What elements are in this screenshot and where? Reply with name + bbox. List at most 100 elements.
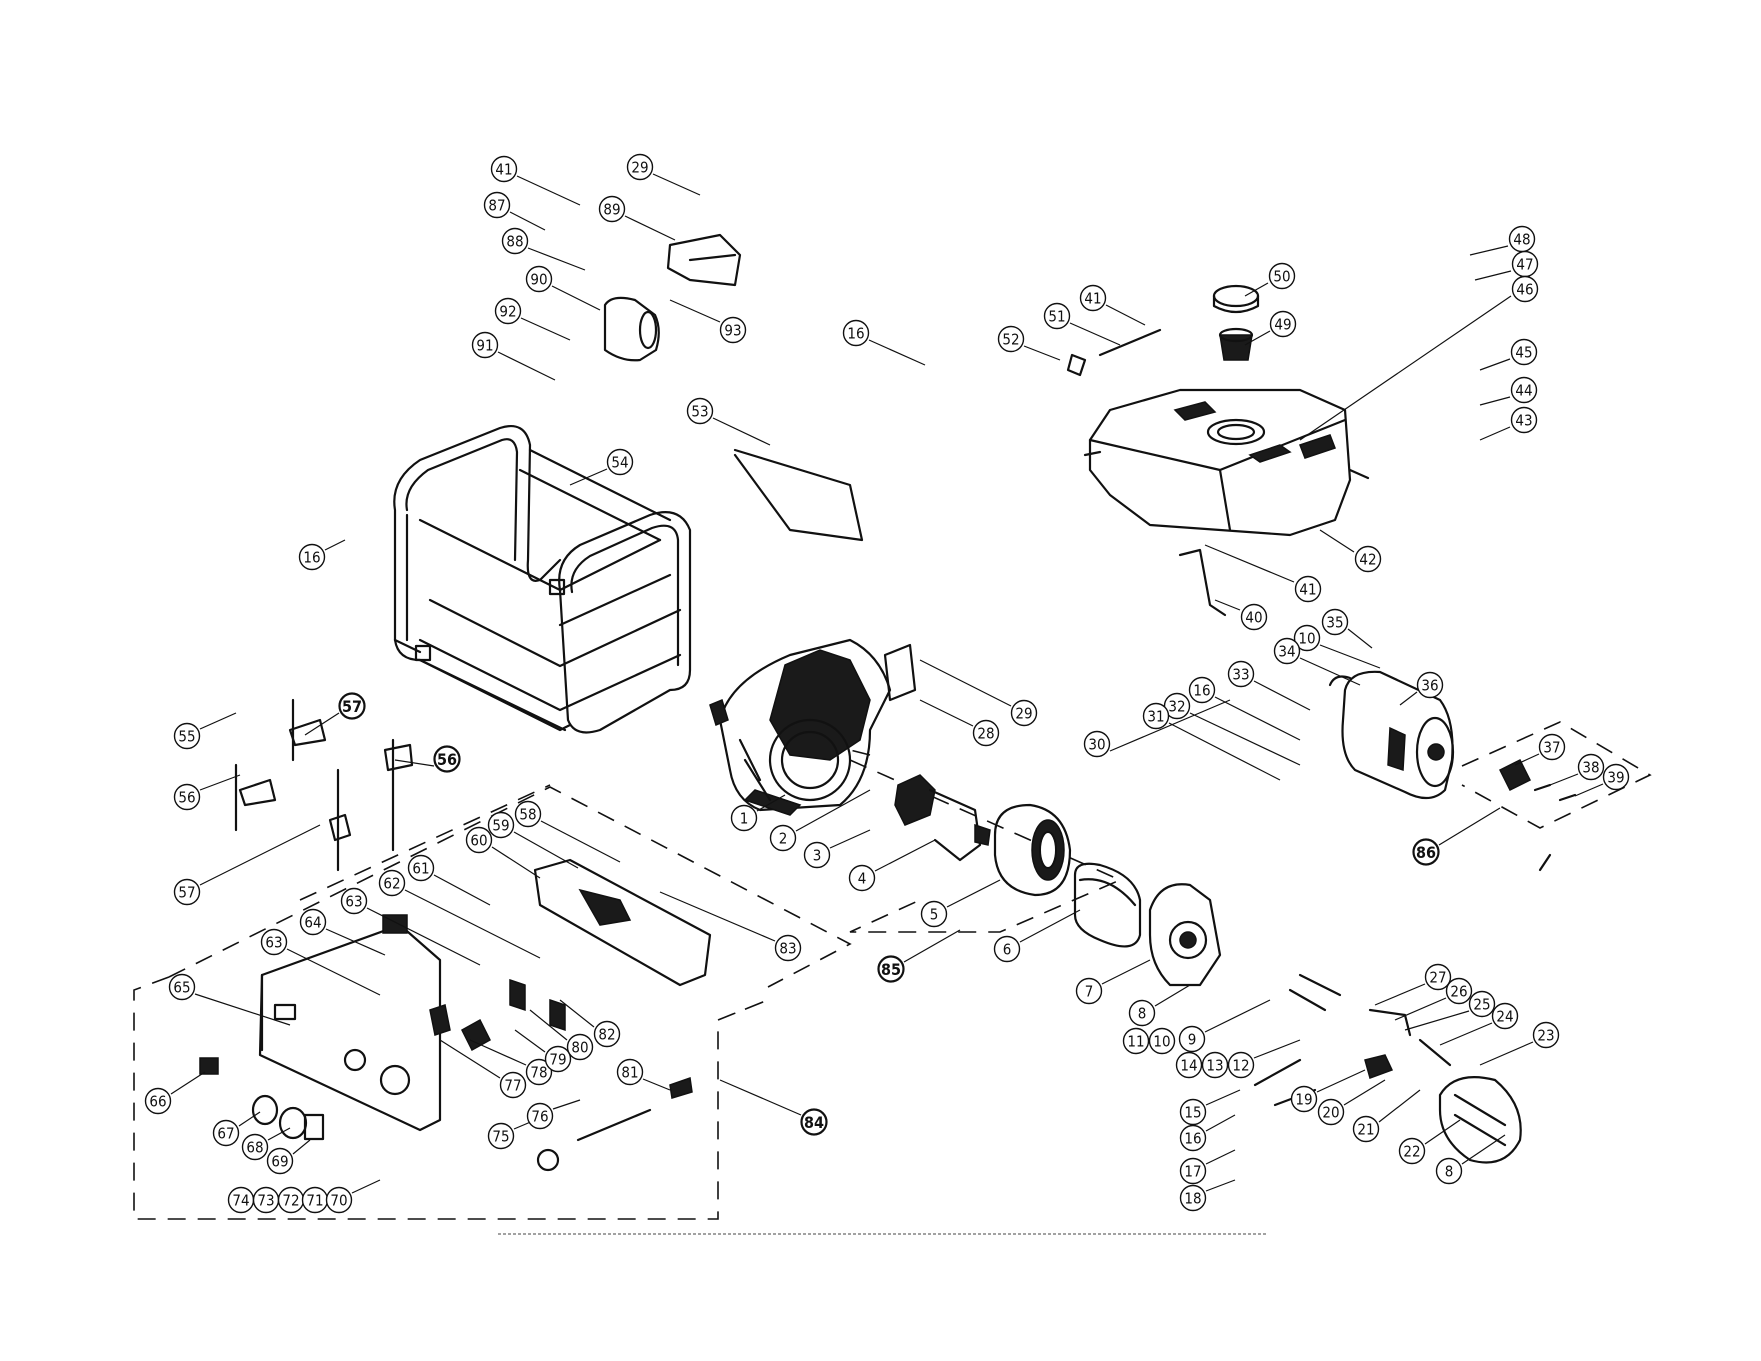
callout-circle (1188, 676, 1216, 704)
callout-number: 71 (306, 1192, 323, 1210)
callout-circle (1273, 637, 1301, 665)
callout-number: 13 (1206, 1057, 1223, 1075)
engine-1 (709, 638, 892, 816)
callout-40: 40 (1240, 603, 1268, 631)
callout-number: 67 (217, 1125, 234, 1143)
callout-circle (606, 448, 634, 476)
callout-number: 89 (603, 201, 620, 219)
callout-46: 46 (1511, 275, 1539, 303)
callout-73: 73 (252, 1186, 280, 1214)
callout-number: 9 (1188, 1031, 1197, 1049)
callout-circle (1227, 1051, 1255, 1079)
callout-number: 79 (549, 1051, 566, 1069)
callout-circle (1510, 406, 1538, 434)
callout-number: 23 (1537, 1027, 1554, 1045)
callout-number: 78 (530, 1064, 547, 1082)
callout-42: 42 (1354, 545, 1382, 573)
callout-25: 25 (1468, 990, 1496, 1018)
callout-30: 30 (1083, 730, 1111, 758)
callout-number: 10 (1298, 630, 1315, 648)
callout-59: 59 (487, 811, 515, 839)
callout-circle (1179, 1124, 1207, 1152)
callout-number: 83 (779, 940, 796, 958)
callout-number: 49 (1274, 316, 1291, 334)
control-panel-65 (258, 923, 442, 1132)
callout-66: 66 (144, 1087, 172, 1115)
callout-circle (920, 900, 948, 928)
callout-10: 10 (1293, 624, 1321, 652)
rotor-4 (894, 774, 991, 862)
callout-circle (487, 1122, 515, 1150)
callout-number: 12 (1232, 1057, 1249, 1075)
callout-80: 80 (566, 1033, 594, 1061)
callout-circle (1175, 1051, 1203, 1079)
callout-circle (1240, 603, 1268, 631)
callout-number: 77 (504, 1077, 521, 1095)
callout-circle (774, 934, 802, 962)
small-parts (199, 328, 1577, 1172)
callout-number: 92 (499, 303, 516, 321)
callout-circle (997, 325, 1025, 353)
callout-number: 87 (488, 197, 505, 215)
callout-85: 85 (877, 955, 905, 983)
callout-23: 23 (1532, 1021, 1560, 1049)
callout-circle (1227, 660, 1255, 688)
callout-number: 51 (1048, 308, 1065, 326)
callout-circle (526, 1102, 554, 1130)
callout-67: 67 (212, 1119, 240, 1147)
callout-circle (1398, 1137, 1426, 1165)
muffler-90 (603, 296, 660, 362)
callout-number: 33 (1232, 666, 1249, 684)
callout-circle (325, 1186, 353, 1214)
callout-circle (769, 824, 797, 852)
callout-number: 45 (1515, 344, 1532, 362)
callout-13: 13 (1201, 1051, 1229, 1079)
callout-31: 31 (1142, 702, 1170, 730)
callout-35: 35 (1321, 608, 1349, 636)
callout-number: 70 (330, 1192, 347, 1210)
callout-number: 55 (178, 728, 195, 746)
callout-21: 21 (1352, 1115, 1380, 1143)
callout-number: 75 (492, 1128, 509, 1146)
callout-circle (842, 319, 870, 347)
callout-circle (1179, 1184, 1207, 1212)
callout-52: 52 (997, 325, 1025, 353)
callout-number: 65 (173, 979, 190, 997)
callout-26: 26 (1445, 977, 1473, 1005)
assembly-outlines (133, 721, 1652, 1235)
callout-circle (1510, 338, 1538, 366)
callout-circle (299, 908, 327, 936)
callout-63: 63 (260, 928, 288, 956)
callout-circle (1435, 1157, 1463, 1185)
callout-circle (1083, 730, 1111, 758)
callout-81: 81 (616, 1058, 644, 1086)
callout-65: 65 (168, 973, 196, 1001)
callout-10: 10 (1148, 1027, 1176, 1055)
callout-51: 51 (1043, 302, 1071, 330)
callout-number: 21 (1357, 1121, 1374, 1139)
callout-number: 62 (383, 875, 400, 893)
callout-number: 6 (1003, 941, 1012, 959)
callout-number: 30 (1088, 736, 1105, 754)
callout-number: 14 (1180, 1057, 1197, 1075)
callout-number: 80 (571, 1039, 588, 1057)
callout-number: 93 (724, 322, 741, 340)
callout-64: 64 (299, 908, 327, 936)
callout-77: 77 (499, 1071, 527, 1099)
muffler-guard-89 (666, 233, 742, 287)
callout-circle (340, 887, 368, 915)
callout-number: 66 (149, 1093, 166, 1111)
callout-circle (173, 878, 201, 906)
callout-number: 58 (519, 806, 536, 824)
callout-number: 52 (1002, 331, 1019, 349)
callout-number: 25 (1473, 996, 1490, 1014)
callout-circle (168, 973, 196, 1001)
callout-number: 50 (1273, 268, 1290, 286)
callout-number: 90 (530, 271, 547, 289)
callout-number: 18 (1184, 1190, 1201, 1208)
callout-1: 1 (730, 804, 758, 832)
callout-circle (626, 153, 654, 181)
callout-circle (1293, 624, 1321, 652)
callout-circle (1577, 753, 1605, 781)
